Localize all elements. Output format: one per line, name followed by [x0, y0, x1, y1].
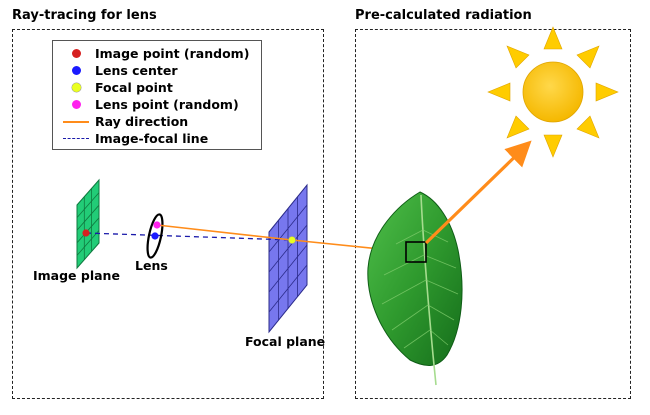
- legend-item-image-focal-line: Image-focal line: [61, 130, 261, 147]
- lens-point-marker: [153, 221, 161, 229]
- left-panel-title: Ray-tracing for lens: [12, 8, 157, 23]
- focal-plane: [268, 183, 308, 334]
- right-panel-title: Pre-calculated radiation: [355, 8, 532, 23]
- image-point-marker: [82, 229, 90, 237]
- yellow-dot-icon: [71, 83, 81, 92]
- image-plane: [76, 178, 100, 270]
- solid-line-icon: [63, 120, 89, 123]
- image-focal-line: [85, 232, 293, 241]
- legend-label: Lens center: [95, 63, 178, 78]
- leaf-icon: [367, 191, 463, 386]
- legend-item-lens-point: Lens point (random): [61, 96, 261, 113]
- legend-label: Image-focal line: [95, 131, 209, 146]
- image-plane-label: Image plane: [33, 268, 120, 283]
- legend-label: Image point (random): [95, 46, 250, 61]
- left-panel: [12, 29, 324, 399]
- legend-item-focal-point: Focal point: [61, 79, 261, 96]
- red-dot-icon: [71, 49, 81, 58]
- focal-plane-label: Focal plane: [245, 334, 326, 349]
- right-panel: [355, 29, 631, 399]
- magenta-dot-icon: [71, 100, 81, 109]
- sun-icon: [487, 26, 619, 158]
- lens-label: Lens: [135, 258, 168, 273]
- legend-label: Focal point: [95, 80, 173, 95]
- legend: Image point (random) Lens center Focal p…: [52, 40, 262, 150]
- lens: [146, 213, 164, 259]
- dashed-line-icon: [63, 138, 89, 139]
- blue-dot-icon: [71, 66, 81, 75]
- focal-point-marker: [288, 236, 296, 244]
- legend-label: Lens point (random): [95, 97, 239, 112]
- legend-item-ray-direction: Ray direction: [61, 113, 261, 130]
- legend-item-image-point: Image point (random): [61, 45, 261, 62]
- lens-center-marker: [151, 232, 159, 240]
- radiation-arrow: [424, 140, 532, 245]
- legend-label: Ray direction: [95, 114, 189, 129]
- legend-item-lens-center: Lens center: [61, 62, 261, 79]
